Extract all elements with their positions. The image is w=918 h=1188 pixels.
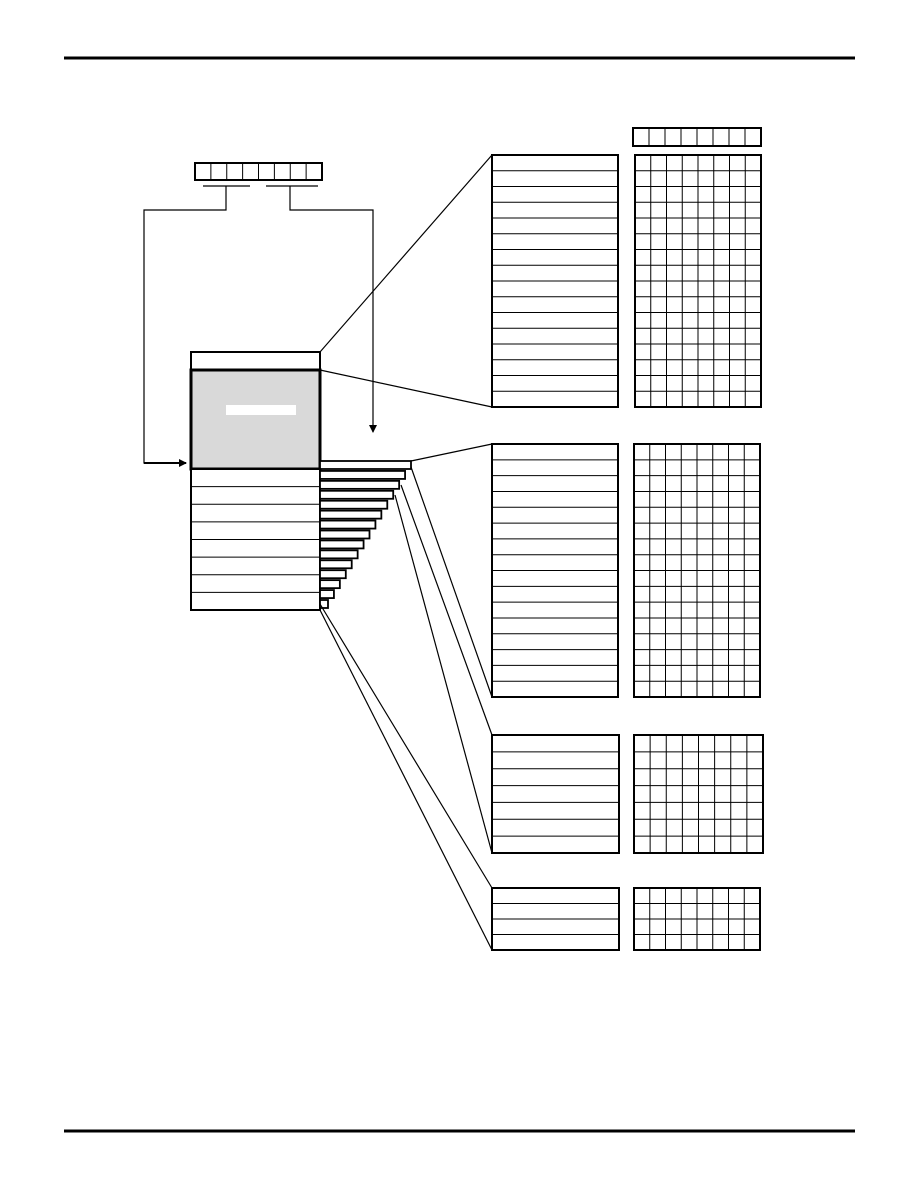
memory-block-3 — [491, 734, 764, 854]
address-register-cells — [210, 163, 307, 180]
index-table — [189, 351, 322, 611]
memory-block-4 — [491, 887, 761, 951]
index-table-rows — [191, 486, 320, 593]
connector-block-3-bottom — [394, 494, 493, 854]
selected-entry-label-bar — [226, 405, 296, 415]
pointer-tab — [319, 579, 341, 590]
connector-block-4-bottom — [319, 609, 493, 951]
pointer-tab — [319, 519, 377, 530]
connector-block-2-top — [410, 443, 493, 462]
pointer-tab — [319, 569, 347, 580]
address-register — [194, 162, 323, 187]
pointer-tab — [319, 549, 359, 560]
block-connectors — [319, 154, 493, 951]
offset-field-route — [289, 186, 377, 433]
index-table-top-entry — [190, 351, 321, 371]
index-table-selected-entry — [189, 368, 322, 471]
pointer-tab — [319, 509, 383, 520]
memory-blocks — [491, 154, 764, 951]
pointer-tab — [319, 529, 371, 540]
pointer-tab — [319, 460, 412, 470]
pointer-tab — [319, 499, 389, 510]
connector-block-4-top — [319, 603, 493, 889]
memory-block-1 — [491, 154, 762, 408]
pointer-tab — [319, 489, 395, 500]
pointer-tab-stairs — [319, 460, 412, 609]
connector-block-3-top — [400, 484, 493, 736]
connector-block-1-bottom — [319, 369, 493, 408]
connector-block-1-top — [319, 154, 493, 353]
column-header-row — [632, 127, 762, 147]
pointer-tab — [319, 479, 401, 490]
pointer-tab — [319, 589, 335, 599]
block-row-table — [491, 734, 620, 854]
pointer-tab — [319, 559, 353, 570]
pointer-tab — [319, 470, 406, 480]
connector-block-2-bottom — [410, 466, 493, 698]
column-header-cells — [648, 128, 746, 146]
pointer-tab — [319, 539, 365, 550]
memory-block-2 — [491, 443, 761, 698]
